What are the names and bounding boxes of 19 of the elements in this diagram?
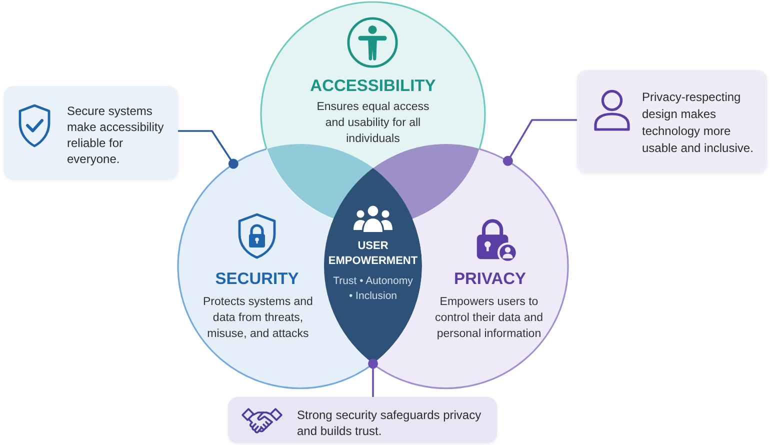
callout-card bbox=[228, 397, 497, 443]
section-description: Ensures equal access and usability for all individuals bbox=[316, 101, 430, 145]
section-heading: ACCESSIBILITY bbox=[310, 77, 436, 95]
value-list: Trust • Autonomy • Inclusion bbox=[333, 275, 413, 302]
overlap-region bbox=[373, 144, 480, 219]
callout-text: Strong security safeguards privacy and builds trust. bbox=[297, 408, 482, 438]
overlap-heading: USER EMPOWERMENT bbox=[328, 240, 418, 268]
section-description: Empowers users to control their data and personal information bbox=[434, 296, 544, 340]
callout-card bbox=[4, 86, 178, 179]
callout-text: Privacy-respecting design makes technology more usable and inclusive. bbox=[642, 90, 754, 155]
section-heading: SECURITY bbox=[215, 270, 299, 288]
section-heading: PRIVACY bbox=[454, 270, 526, 288]
callout-card bbox=[577, 70, 767, 173]
leader-line bbox=[178, 130, 238, 169]
callout-text: Secure systems make accessibility reliable for everyone. bbox=[67, 104, 164, 166]
overlap-region bbox=[266, 144, 373, 219]
leader-line bbox=[368, 358, 378, 397]
leader-line bbox=[502, 119, 577, 166]
section-description: Protects systems and data from threats, misuse, and attacks bbox=[203, 296, 313, 340]
